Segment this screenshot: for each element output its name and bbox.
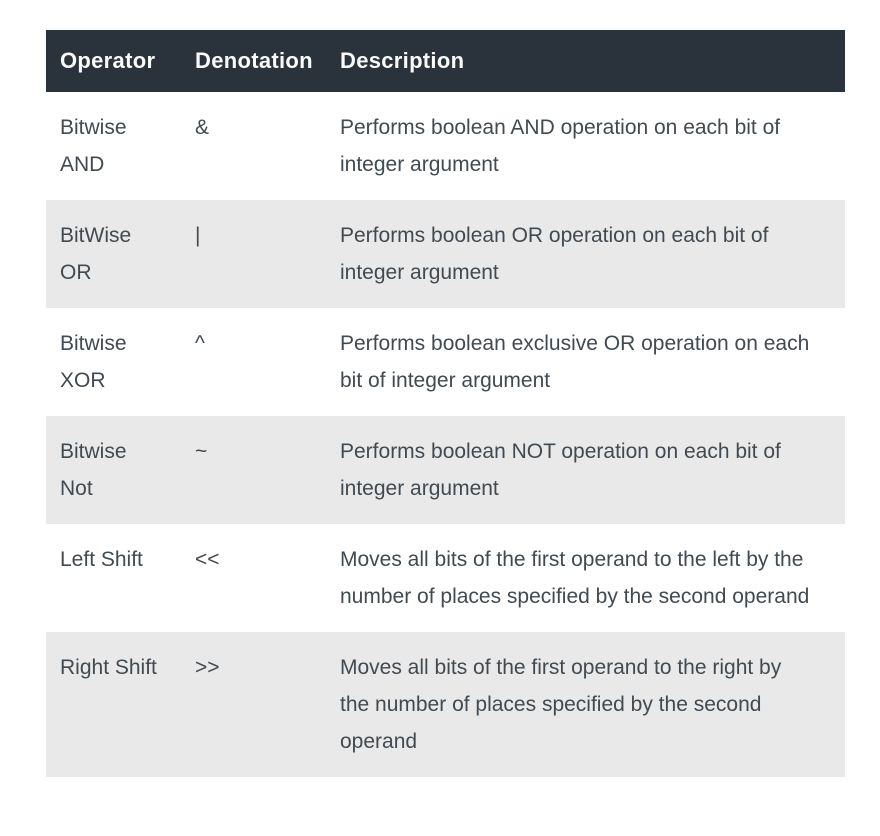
description-cell: Performs boolean NOT operation on each b…: [340, 440, 781, 500]
operator-cell: Bitwise XOR: [60, 332, 127, 392]
denotation-cell: <<: [195, 548, 220, 571]
header-row: Operator Denotation Description: [46, 30, 845, 92]
denotation-cell: |: [195, 224, 201, 247]
column-header-description: Description: [326, 30, 845, 92]
operator-cell: Bitwise AND: [60, 116, 127, 176]
column-header-denotation: Denotation: [181, 30, 326, 92]
operators-table-container: Operator Denotation Description Bitwise …: [46, 30, 845, 777]
operator-cell: Right Shift: [60, 656, 157, 679]
description-cell: Performs boolean exclusive OR operation …: [340, 332, 810, 392]
denotation-cell: ^: [195, 332, 205, 355]
description-cell: Performs boolean OR operation on each bi…: [340, 224, 769, 284]
denotation-cell: &: [195, 116, 210, 139]
operator-cell: BitWise OR: [60, 224, 132, 284]
table-header: Operator Denotation Description: [46, 30, 845, 92]
description-cell: Performs boolean AND operation on each b…: [340, 116, 781, 176]
operator-cell: Left Shift: [60, 548, 143, 571]
operators-table: Operator Denotation Description Bitwise …: [46, 30, 845, 777]
table-row: Bitwise XOR ^ Performs boolean exclusive…: [46, 308, 845, 416]
description-cell: Moves all bits of the first operand to t…: [340, 548, 810, 608]
operator-cell: Bitwise Not: [60, 440, 127, 500]
description-cell: Moves all bits of the first operand to t…: [340, 656, 782, 753]
denotation-cell: >>: [195, 656, 220, 679]
table-row: Right Shift >> Moves all bits of the fir…: [46, 632, 845, 777]
table-row: Left Shift << Moves all bits of the firs…: [46, 524, 845, 632]
denotation-cell: ~: [195, 440, 208, 463]
table-row: Bitwise Not ~ Performs boolean NOT opera…: [46, 416, 845, 524]
table-row: BitWise OR | Performs boolean OR operati…: [46, 200, 845, 308]
table-row: Bitwise AND & Performs boolean AND opera…: [46, 92, 845, 200]
table-body: Bitwise AND & Performs boolean AND opera…: [46, 92, 845, 777]
column-header-operator: Operator: [46, 30, 181, 92]
